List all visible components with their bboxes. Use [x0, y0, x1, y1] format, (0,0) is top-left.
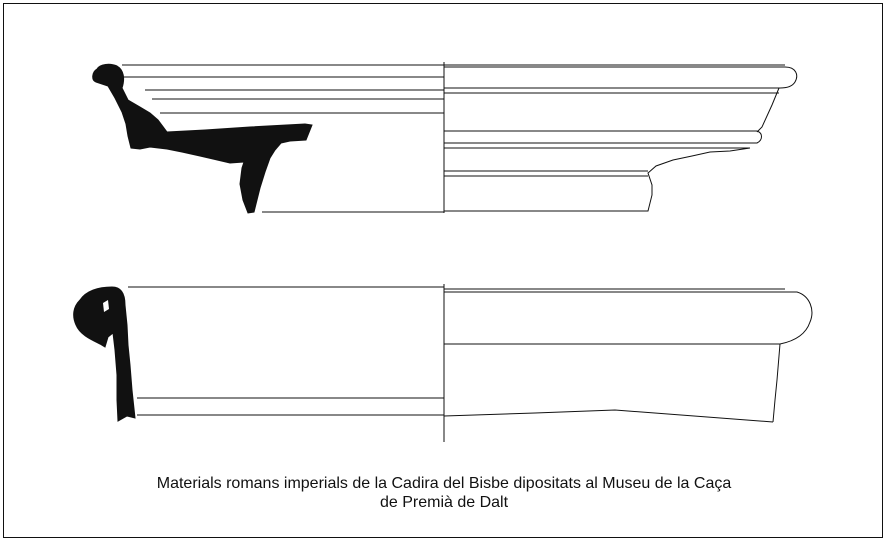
upper-vessel-section	[92, 63, 313, 214]
figure-frame	[3, 3, 883, 538]
lower-vessel-section	[73, 286, 136, 422]
lower-vessel-profile	[73, 284, 813, 442]
figure-caption-line-2: de Premià de Dalt	[379, 494, 509, 511]
upper-vessel-profile	[92, 62, 798, 214]
figure-caption-line-1: Materials romans imperials de la Cadira …	[156, 475, 732, 492]
